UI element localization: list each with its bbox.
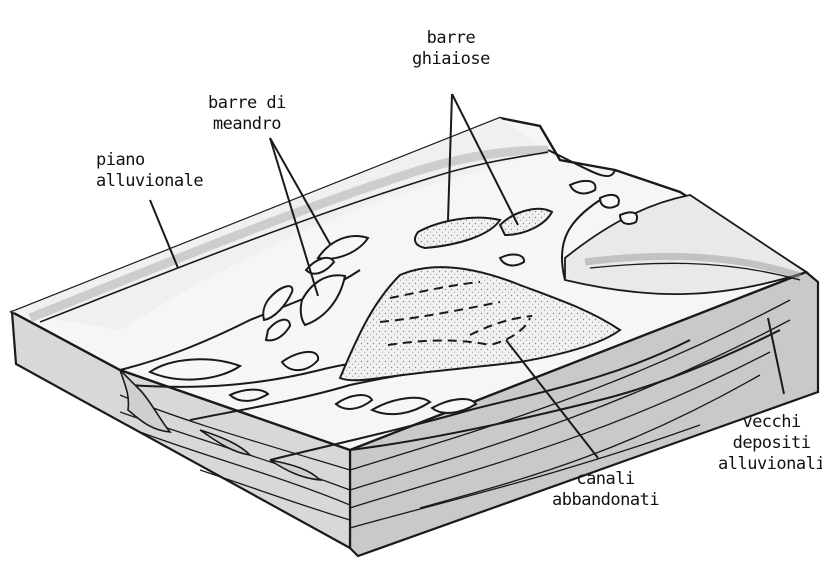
label-barre-di-meandro: barre di meandro bbox=[208, 93, 286, 135]
label-barre-ghiaiose: barre ghiaiose bbox=[412, 28, 490, 70]
label-canali-abbandonati: canali abbandonati bbox=[552, 469, 659, 511]
label-vecchi-depositi-alluvionali: vecchi depositi alluvionali bbox=[718, 412, 822, 475]
label-piano-alluvionale: piano alluvionale bbox=[96, 150, 203, 192]
